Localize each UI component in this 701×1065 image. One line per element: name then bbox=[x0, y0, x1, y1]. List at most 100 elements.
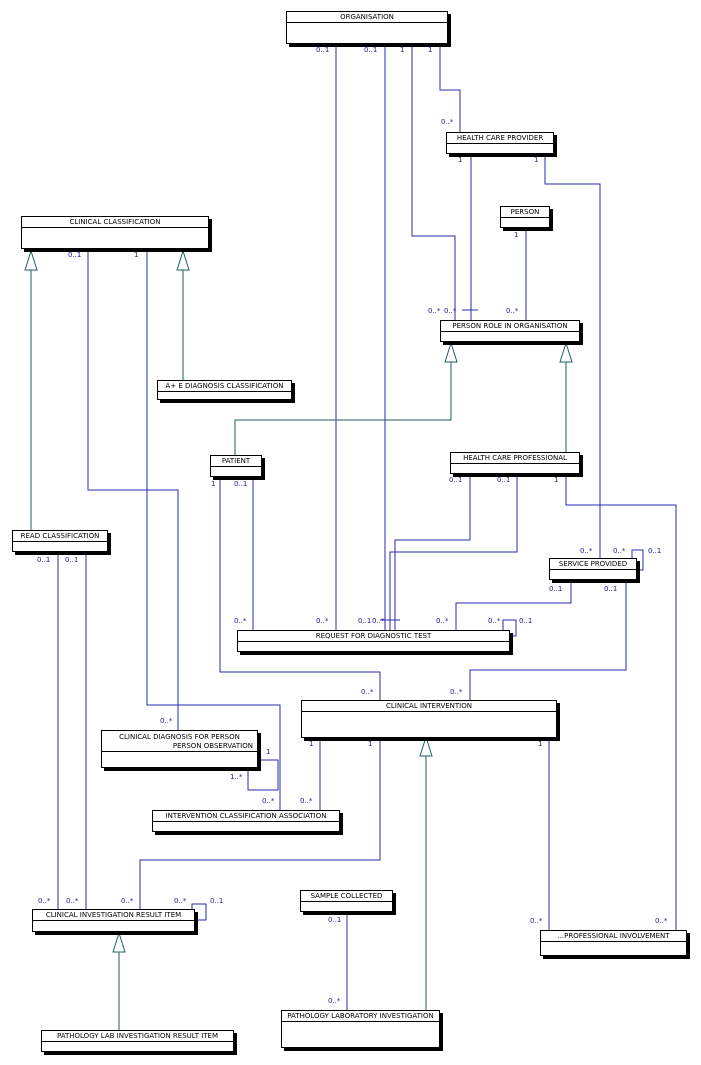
mult-hcprovider-service: 1 bbox=[534, 156, 539, 164]
mult-diagnosis-self-a: 1 bbox=[266, 748, 271, 756]
class-health-care-provider-title: HEALTH CARE PROVIDER bbox=[447, 133, 553, 144]
generalization-arrowheads bbox=[24, 249, 573, 953]
class-intervention-assoc-title: INTERVENTION CLASSIFICATION ASSOCIATION bbox=[153, 811, 339, 822]
mult-patient-request: 0..1 bbox=[234, 480, 248, 488]
class-cir-title: CLINICAL INVESTIGATION RESULT ITEM bbox=[33, 910, 194, 921]
class-patient[interactable]: PATIENT bbox=[210, 455, 262, 477]
class-person[interactable]: PERSON bbox=[500, 206, 550, 228]
mult-cir-read-2: 0..* bbox=[66, 897, 79, 905]
mult-service-self-b: 0..1 bbox=[648, 547, 662, 555]
mult-request-self-b: 0..1 bbox=[519, 617, 533, 625]
mult-intervention-patient: 0..* bbox=[361, 688, 374, 696]
mult-involvement-intervention: 0..* bbox=[530, 917, 543, 925]
class-health-care-provider[interactable]: HEALTH CARE PROVIDER bbox=[446, 132, 554, 154]
mult-org-person-role: 1 bbox=[400, 46, 405, 54]
mult-request-hcp: 0..* bbox=[372, 617, 385, 625]
class-organisation[interactable]: ORGANISATION bbox=[286, 11, 448, 44]
class-pathology-lab-title: PATHOLOGY LABORATORY INVESTIGATION bbox=[282, 1011, 439, 1022]
class-clinical-classification-title: CLINICAL CLASSIFICATION bbox=[22, 217, 208, 228]
mult-cir-intervention: 0..* bbox=[121, 897, 134, 905]
class-person-role-in-organisation[interactable]: PERSON ROLE IN ORGANISATION bbox=[440, 320, 580, 342]
assoc-hcp-prof-involvement bbox=[565, 474, 677, 930]
class-sample-collected[interactable]: SAMPLE COLLECTED bbox=[300, 890, 393, 912]
assoc-clinclass-diagnosis bbox=[87, 250, 179, 730]
arrowhead-ae-clinclass bbox=[176, 249, 190, 271]
mult-service-self-a: 0..* bbox=[613, 547, 626, 555]
mult-involvement-hcp: 0..* bbox=[655, 917, 668, 925]
class-clinical-diagnosis-for-person[interactable]: CLINICAL DIAGNOSIS FOR PERSON PERSON OBS… bbox=[101, 730, 258, 768]
assoc-diagnosis-self bbox=[247, 759, 279, 791]
arrowhead-pathology-intervention bbox=[419, 735, 433, 757]
class-health-care-professional[interactable]: HEALTH CARE PROFESSIONAL bbox=[450, 452, 580, 474]
mult-hcp-involvement: 1 bbox=[554, 476, 559, 484]
class-clinical-classification[interactable]: CLINICAL CLASSIFICATION bbox=[21, 216, 209, 249]
assoc-hcp-request-2 bbox=[389, 474, 518, 630]
class-clinical-intervention[interactable]: CLINICAL INTERVENTION bbox=[301, 700, 557, 738]
mult-read-cir-1: 0..1 bbox=[37, 556, 51, 564]
assoc-service-request bbox=[455, 580, 572, 630]
class-professional-involvement[interactable]: ...PROFESSIONAL INVOLVEMENT bbox=[540, 930, 687, 956]
mult-assoc-clinclass: 0..* bbox=[262, 797, 275, 805]
mult-request-org-1: 0..* bbox=[316, 617, 329, 625]
class-service-provided[interactable]: SERVICE PROVIDED bbox=[549, 558, 637, 580]
mult-sample-pathology: 0..1 bbox=[328, 916, 342, 924]
assoc-org-person-role bbox=[411, 44, 456, 320]
mult-request-patient: 0..* bbox=[234, 617, 247, 625]
mult-role-org: 0..* bbox=[428, 307, 441, 315]
assoc-intervention-cir bbox=[139, 738, 381, 909]
class-clinical-intervention-title: CLINICAL INTERVENTION bbox=[302, 701, 556, 712]
mult-intervention-involvement: 1 bbox=[538, 740, 543, 748]
class-service-provided-title: SERVICE PROVIDED bbox=[550, 559, 636, 570]
mult-clinclass-assoc: 1 bbox=[134, 251, 139, 259]
assoc-cir-self bbox=[191, 903, 207, 921]
mult-request-service: 0..* bbox=[436, 617, 449, 625]
assoc-service-intervention bbox=[469, 580, 627, 700]
class-ae-diagnosis-classification[interactable]: A+ E DIAGNOSIS CLASSIFICATION bbox=[157, 380, 292, 400]
class-pathology-laboratory-investigation[interactable]: PATHOLOGY LABORATORY INVESTIGATION bbox=[281, 1010, 440, 1048]
mult-pathology-sample: 0..* bbox=[328, 997, 341, 1005]
assoc-hcprovider-service bbox=[544, 154, 601, 558]
class-hcp-title: HEALTH CARE PROFESSIONAL bbox=[451, 453, 579, 464]
class-request-for-diagnostic-test[interactable]: REQUEST FOR DIAGNOSTIC TEST bbox=[237, 630, 510, 652]
mult-cir-self-a: 0..* bbox=[174, 897, 187, 905]
mult-hcprovider-role: 1 bbox=[458, 156, 463, 164]
class-read-classification[interactable]: READ CLASSIFICATION bbox=[12, 530, 108, 552]
mult-hcp-request-2: 0..1 bbox=[497, 476, 511, 484]
class-person-observation-title: PERSON OBSERVATION bbox=[102, 742, 257, 752]
class-intervention-classification-association[interactable]: INTERVENTION CLASSIFICATION ASSOCIATION bbox=[152, 810, 340, 832]
mult-cir-self-b: 0..1 bbox=[210, 897, 224, 905]
class-organisation-title: ORGANISATION bbox=[287, 12, 447, 23]
mult-org-request-1: 0..1 bbox=[316, 46, 330, 54]
assoc-request-self bbox=[502, 619, 517, 637]
mult-org-request-2: 0..1 bbox=[364, 46, 378, 54]
class-read-classification-title: READ CLASSIFICATION bbox=[13, 531, 107, 542]
mult-assoc-intervention: 0..* bbox=[300, 797, 313, 805]
arrowhead-pathresult-cir bbox=[112, 931, 126, 953]
class-professional-involvement-title: ...PROFESSIONAL INVOLVEMENT bbox=[541, 931, 686, 942]
mult-patient-intervention: 1 bbox=[211, 480, 216, 488]
mult-role-hcprovider: 0..* bbox=[444, 307, 457, 315]
class-person-title: PERSON bbox=[501, 207, 549, 218]
gen-patient-person-role bbox=[234, 362, 452, 455]
mult-hcp-request-1: 0..1 bbox=[449, 476, 463, 484]
mult-service-hcprovider: 0..* bbox=[580, 547, 593, 555]
mult-hcprovider-org: 0..* bbox=[441, 118, 454, 126]
class-sample-collected-title: SAMPLE COLLECTED bbox=[301, 891, 392, 902]
assoc-service-self bbox=[631, 549, 644, 571]
mult-intervention-assoc: 1 bbox=[309, 740, 314, 748]
arrowhead-patient-person-role bbox=[444, 341, 458, 363]
class-pathology-result-title: PATHOLOGY LAB INVESTIGATION RESULT ITEM bbox=[42, 1031, 233, 1042]
class-clinical-investigation-result-item[interactable]: CLINICAL INVESTIGATION RESULT ITEM bbox=[32, 909, 195, 932]
mult-request-org-2: 0..1 bbox=[358, 617, 372, 625]
class-person-role-title: PERSON ROLE IN ORGANISATION bbox=[441, 321, 579, 332]
mult-role-person: 0..* bbox=[506, 307, 519, 315]
mult-request-self-a: 0..* bbox=[488, 617, 501, 625]
class-pathology-lab-investigation-result-item[interactable]: PATHOLOGY LAB INVESTIGATION RESULT ITEM bbox=[41, 1030, 234, 1052]
class-patient-title: PATIENT bbox=[211, 456, 261, 467]
arrowhead-read-clinclass bbox=[24, 249, 38, 271]
assoc-patient-intervention bbox=[219, 477, 381, 700]
class-clinical-diagnosis-title: CLINICAL DIAGNOSIS FOR PERSON bbox=[119, 733, 240, 741]
mult-clinclass-diagnosis: 0..1 bbox=[68, 251, 82, 259]
assoc-hcp-request-1 bbox=[394, 474, 471, 630]
